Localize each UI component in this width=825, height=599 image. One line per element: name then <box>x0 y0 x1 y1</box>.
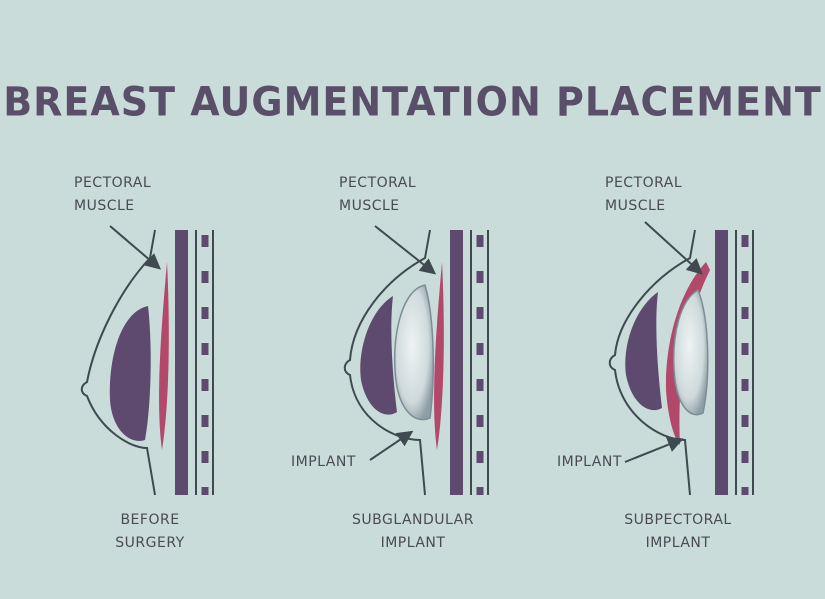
muscle-label-3: PECTORAL MUSCLE <box>605 172 682 218</box>
breast-outline <box>80 229 156 496</box>
label-line: PECTORAL <box>339 175 417 191</box>
caption-line: SUBPECTORAL <box>624 512 732 528</box>
caption-before-surgery: BEFORE SURGERY <box>70 509 230 555</box>
mammary-gland <box>109 306 151 441</box>
muscle-arrow <box>644 221 703 275</box>
panel-before-surgery <box>80 225 214 496</box>
caption-line: SURGERY <box>115 535 185 551</box>
mammary-gland <box>625 292 662 411</box>
rib-wall <box>175 230 188 495</box>
label-line: PECTORAL <box>74 175 152 191</box>
caption-subglandular: SUBGLANDULAR IMPLANT <box>333 509 493 555</box>
spine <box>195 230 214 495</box>
pectoral-muscle <box>665 262 710 445</box>
panel-subglandular <box>343 225 489 496</box>
muscle-label-1: PECTORAL MUSCLE <box>74 172 151 218</box>
label-line: MUSCLE <box>605 198 666 214</box>
muscle-arrow <box>374 225 437 275</box>
caption-line: IMPLANT <box>645 535 711 551</box>
label-line: MUSCLE <box>339 198 400 214</box>
caption-line: IMPLANT <box>380 535 446 551</box>
breast-outline <box>608 229 696 496</box>
label-line: PECTORAL <box>605 175 683 191</box>
muscle-label-2: PECTORAL MUSCLE <box>339 172 416 218</box>
implant-arrow <box>624 437 684 463</box>
implant <box>672 288 709 416</box>
label-line: MUSCLE <box>74 198 135 214</box>
implant-arrow <box>369 430 414 461</box>
implant <box>394 284 435 421</box>
caption-subpectoral: SUBPECTORAL IMPLANT <box>598 509 758 555</box>
mammary-gland <box>360 296 397 415</box>
implant-label-2: IMPLANT <box>291 454 356 470</box>
muscle-arrow <box>109 225 162 270</box>
caption-line: SUBGLANDULAR <box>352 512 474 528</box>
panel-subpectoral <box>608 221 754 496</box>
pectoral-muscle <box>434 262 444 450</box>
diagram-title: BREAST AUGMENTATION PLACEMENT <box>3 78 822 126</box>
implant-label-3: IMPLANT <box>557 454 622 470</box>
pectoral-muscle <box>159 262 169 450</box>
caption-line: BEFORE <box>120 512 180 528</box>
breast-outline <box>343 229 431 496</box>
